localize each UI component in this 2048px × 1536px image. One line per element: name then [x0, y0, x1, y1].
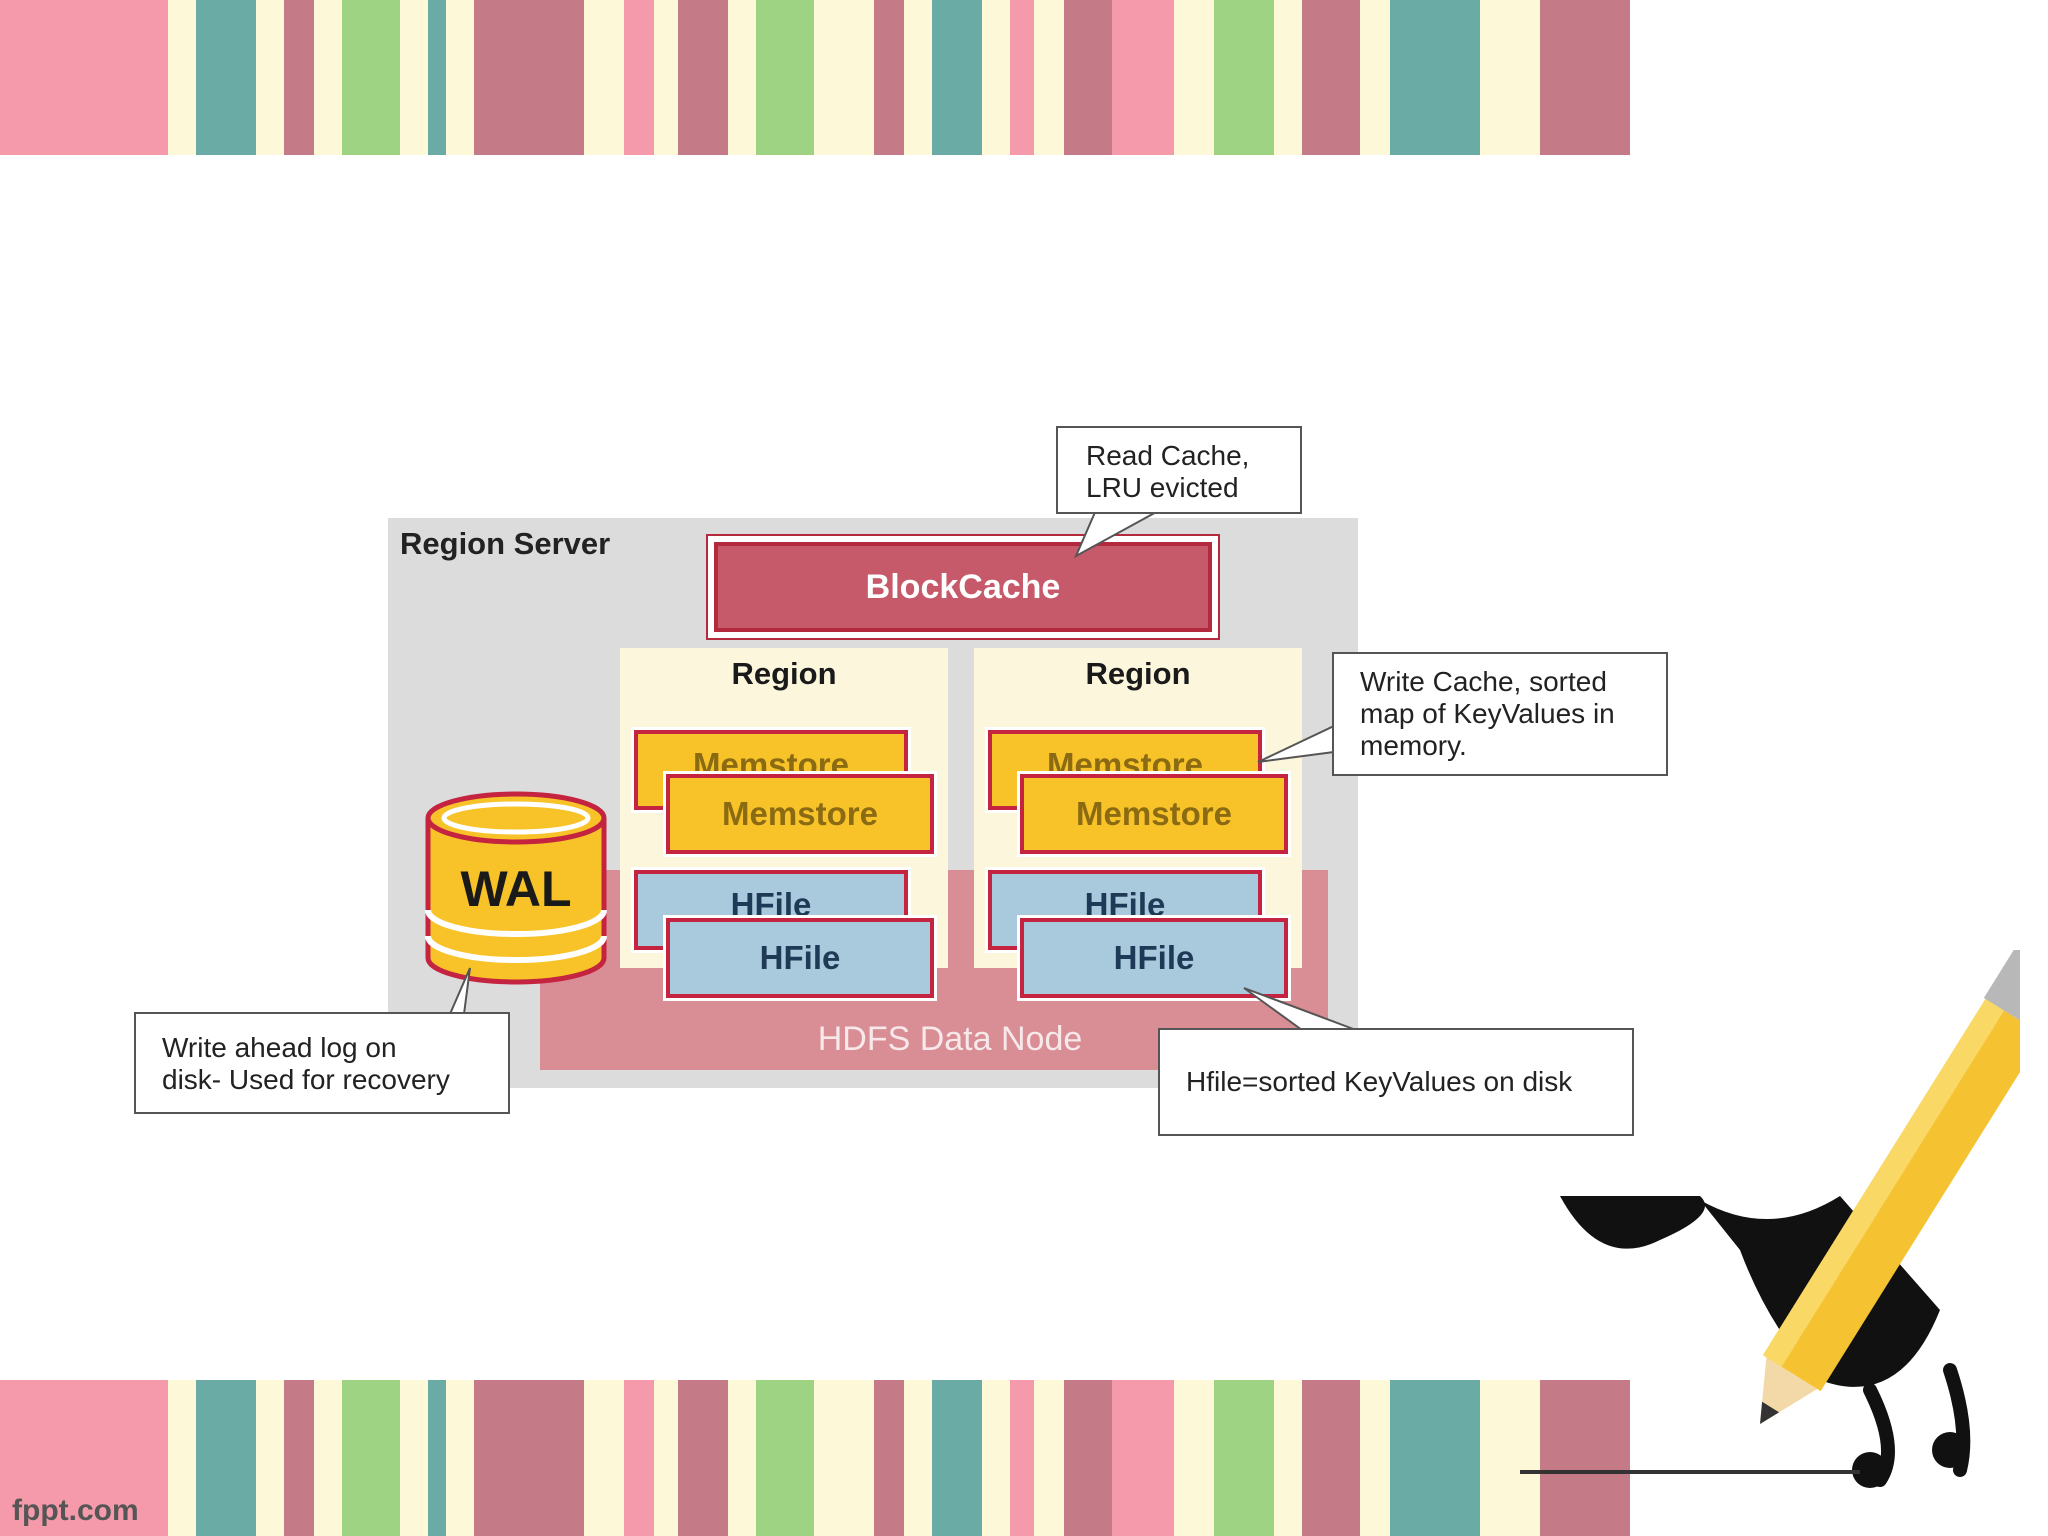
stripe: [474, 0, 584, 155]
stripe: [1010, 1380, 1034, 1536]
pencil-character-illustration: [1520, 950, 2020, 1488]
stripe: [1540, 0, 1630, 155]
stripe: [342, 0, 400, 155]
stripe: [982, 1380, 1010, 1536]
stripe: [1174, 1380, 1214, 1536]
stripe: [654, 0, 678, 155]
stripe: [654, 1380, 678, 1536]
stripe: [982, 0, 1010, 155]
stripe: [756, 1380, 814, 1536]
stripe: [756, 0, 814, 155]
stripe: [1112, 0, 1174, 155]
memstore-front-1: Memstore: [666, 774, 934, 854]
stripe: [624, 0, 654, 155]
fppt-watermark: fppt.com: [12, 1494, 139, 1527]
stripe: [474, 1380, 584, 1536]
stripe: [400, 1380, 428, 1536]
read-cache-callout: Read Cache, LRU evicted: [1056, 426, 1302, 514]
stripe: [584, 0, 624, 155]
stripe: [1360, 1380, 1390, 1536]
stripe: [1034, 1380, 1064, 1536]
region-title-2: Region: [1085, 656, 1191, 691]
stripe: [1112, 1380, 1174, 1536]
stripe: [728, 0, 756, 155]
stripe: [1064, 0, 1112, 155]
read-cache-line-2: LRU evicted: [1086, 472, 1239, 504]
stripe: [196, 1380, 256, 1536]
stripe: [1010, 0, 1034, 155]
stripe: [904, 1380, 932, 1536]
stripe: [1214, 0, 1274, 155]
wal-cylinder-icon: [425, 791, 607, 985]
stripe: [814, 1380, 874, 1536]
stripe: [314, 1380, 342, 1536]
write-cache-callout: Write Cache, sorted map of KeyValues in …: [1332, 652, 1668, 776]
stripe: [256, 0, 284, 155]
stripe: [1360, 0, 1390, 155]
stripe: [168, 0, 196, 155]
stripe: [342, 1380, 400, 1536]
stripe: [624, 1380, 654, 1536]
top-stripe-band: [0, 0, 2048, 155]
stripe: [728, 1380, 756, 1536]
stripe: [1274, 1380, 1302, 1536]
write-ahead-line-2: disk- Used for recovery: [162, 1064, 450, 1096]
stripe: [284, 1380, 314, 1536]
stripe: [1390, 0, 1480, 155]
region-title-1: Region: [731, 656, 837, 691]
stripe: [874, 1380, 904, 1536]
read-cache-line-1: Read Cache,: [1086, 440, 1250, 471]
stripe: [446, 1380, 474, 1536]
stripe: [400, 0, 428, 155]
region-server-label: Region Server: [400, 526, 611, 561]
stripe: [1390, 1380, 1480, 1536]
stripe: [814, 0, 874, 155]
stripe: [168, 1380, 196, 1536]
stripe: [0, 1380, 168, 1536]
stripe: [1034, 0, 1064, 155]
stripe: [1302, 0, 1360, 155]
stripe: [1064, 1380, 1112, 1536]
hfile-front-2: HFile: [1020, 918, 1288, 998]
stripe: [584, 1380, 624, 1536]
stripe: [196, 0, 256, 155]
stripe: [1480, 0, 1540, 155]
stripe: [678, 1380, 728, 1536]
stripe: [428, 0, 446, 155]
blockcache-box: BlockCache: [714, 542, 1212, 632]
stripe: [678, 0, 728, 155]
write-cache-line-3: memory.: [1360, 730, 1467, 762]
stripe: [1302, 1380, 1360, 1536]
write-cache-line-1: Write Cache, sorted: [1360, 666, 1607, 697]
stripe: [1540, 1380, 1630, 1536]
hdfs-data-node-label: HDFS Data Node: [817, 1020, 1083, 1058]
hfile-note-line-1: Hfile=sorted KeyValues on disk: [1186, 1066, 1573, 1097]
memstore-front-2: Memstore: [1020, 774, 1288, 854]
stripe: [1274, 0, 1302, 155]
stripe: [932, 1380, 982, 1536]
wal-label: WAL: [460, 861, 572, 917]
stripe: [284, 0, 314, 155]
stripe: [904, 0, 932, 155]
stripe: [0, 0, 168, 155]
bottom-stripe-band: [0, 1380, 2048, 1536]
stripe: [1480, 1380, 1540, 1536]
stripe: [446, 0, 474, 155]
stripe: [1214, 1380, 1274, 1536]
stripe: [932, 0, 982, 155]
write-cache-line-2: map of KeyValues in: [1360, 698, 1615, 730]
hfile-note-callout: Hfile=sorted KeyValues on disk: [1158, 1028, 1634, 1136]
stripe: [428, 1380, 446, 1536]
write-ahead-line-1: Write ahead log on: [162, 1032, 397, 1063]
write-ahead-callout: Write ahead log on disk- Used for recove…: [134, 1012, 510, 1114]
stripe: [874, 0, 904, 155]
stripe: [1174, 0, 1214, 155]
hfile-front-1: HFile: [666, 918, 934, 998]
stripe: [314, 0, 342, 155]
stripe: [256, 1380, 284, 1536]
